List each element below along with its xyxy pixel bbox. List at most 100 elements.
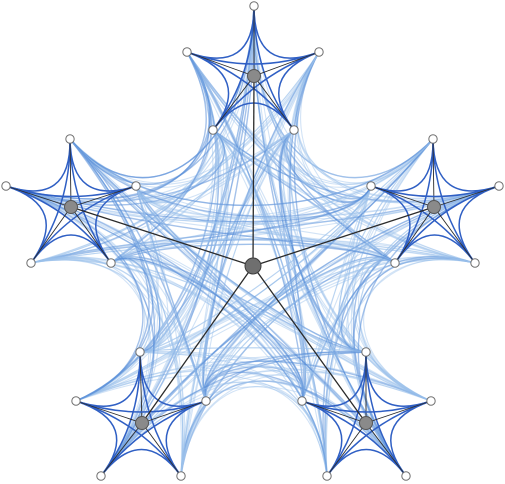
bundled-edge-29 [186,51,328,477]
bundled-edge-124 [212,129,432,402]
cluster-2-edge-3-4 [301,400,343,477]
bundled-edge-113 [135,185,476,264]
bundled-edge-234 [30,258,152,477]
bundled-edge-71 [286,129,396,264]
hub-links-layer [70,75,435,424]
bundled-edge-156 [180,380,407,477]
bundled-edge-122 [186,51,367,353]
cluster-hub-node-4 [64,200,78,214]
bundled-edge-169 [30,257,432,402]
cluster-1-spoke-1 [433,185,500,208]
cluster-0-edge-0-1 [253,5,320,59]
bundled-edge-120 [252,5,367,353]
cluster-1-spoke-0 [432,138,435,208]
hub-link-2 [252,265,367,424]
leaf-node-3-3 [96,471,106,481]
bundled-edge-274 [135,185,328,477]
bundled-edge-247 [110,51,210,264]
cluster-4-spoke-1 [70,185,137,208]
bundled-edge-69 [212,129,396,264]
leaf-node-2-2 [401,471,411,481]
bundled-edge-249 [30,129,221,264]
bundled-edge-149 [301,259,396,402]
cluster-0-edge-0-4 [186,5,255,59]
cluster-3-spoke-4 [75,400,143,424]
bundled-edge-62 [186,51,434,185]
bundled-edge-246 [110,129,295,264]
leaf-node-2-3 [322,471,332,481]
cluster-2-spoke-2 [365,422,407,477]
leaf-node-3-0 [135,347,145,357]
bundled-edge-140 [357,138,434,402]
bundled-edge-210 [139,347,367,353]
bundled-edge-219 [100,381,328,477]
bundled-edge-67 [186,51,476,264]
bundled-edge-193 [75,51,320,402]
cluster-2-spoke-4 [301,400,367,424]
bundled-edge-266 [30,243,476,264]
bundled-edge-261 [110,238,476,264]
cluster-3-spoke-2 [141,422,182,477]
bundled-edge-288 [135,185,207,402]
bundled-edge-228 [135,185,207,402]
cluster-0-spoke-4 [186,51,255,77]
cluster-4-spoke-0 [69,138,72,208]
leaf-node-2-0 [361,347,371,357]
hub-link-4 [70,206,254,267]
bundled-edge-186 [180,129,295,477]
bundled-edge-55 [69,129,224,188]
leaf-node-2-4 [297,396,307,406]
bundled-edge-129 [212,129,328,477]
bundled-edge-106 [110,138,434,264]
cluster-3-edge-3-4 [75,400,118,477]
bundled-edge-19 [287,51,328,477]
bundled-edge-83 [363,259,476,402]
bundled-edge-22 [279,129,305,402]
bundled-edge-161 [180,386,328,477]
bundled-edge-253 [5,51,320,203]
cluster-4-edge-0-4 [5,138,71,192]
leaf-node-1-0 [428,134,438,144]
cluster-hub-node-2 [359,416,373,430]
bundled-edge-50 [69,51,320,184]
hub-link-3 [141,265,254,424]
bundled-edge-217 [180,370,304,477]
bundled-edge-139 [351,257,432,402]
bundled-edge-90 [139,138,434,353]
bundled-edge-265 [30,138,434,264]
cluster-3-spoke-1 [141,400,207,424]
bundled-edge-188 [180,51,320,477]
leaf-node-1-4 [366,181,376,191]
bundled-edge-38 [204,129,295,402]
bundled-edge-245 [135,5,255,204]
bundled-edge-53 [135,129,295,204]
cluster-2-spoke-3 [326,422,367,477]
cluster-hub-node-1 [427,200,441,214]
bundled-edge-243 [135,51,320,199]
bundled-edge-101 [180,259,396,477]
bundled-edges-layer [5,5,500,477]
bundled-edge-131 [282,129,328,477]
hub-link-1 [252,206,435,267]
bundled-edge-218 [180,371,432,477]
bundled-edge-214 [203,369,328,477]
bundled-edge-145 [325,138,434,477]
bundled-edge-223 [75,366,432,402]
bundled-edge-273 [135,185,432,402]
bundled-edge-3 [296,51,500,200]
cluster-3-spoke-3 [100,422,143,477]
bundled-edge-280 [30,257,367,353]
bundled-edge-74 [212,129,372,206]
bundled-edge-286 [69,138,184,477]
leaf-node-4-0 [65,134,75,144]
bundled-edge-270 [69,138,367,353]
bundled-edge-207 [75,185,372,402]
cluster-2-edge-1-4 [301,400,432,413]
cluster-0-edge-1-4 [186,51,320,65]
leaf-node-4-2 [106,258,116,268]
bundled-edge-181 [139,129,295,353]
leaf-node-1-3 [390,258,400,268]
bundled-edge-248 [110,51,320,264]
